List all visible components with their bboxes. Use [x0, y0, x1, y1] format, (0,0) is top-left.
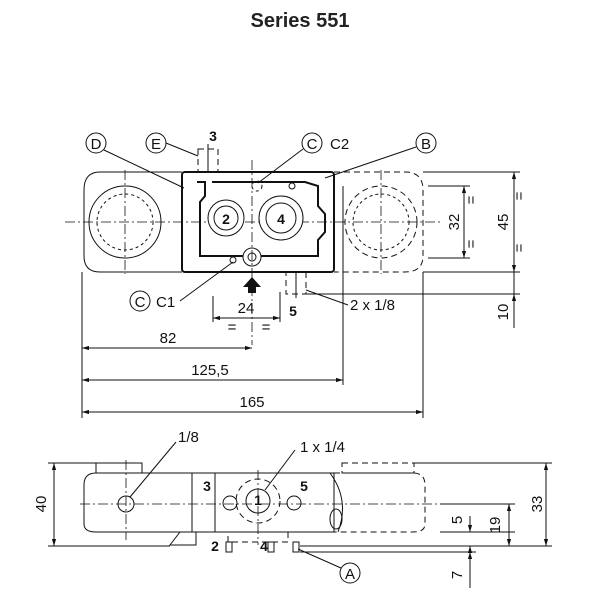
gasket-outline	[197, 181, 326, 257]
side-port-3-label: 3	[203, 478, 211, 494]
callout-b-label: B	[421, 136, 431, 153]
callout-a	[339, 562, 361, 584]
dim-33-label: 33	[529, 496, 546, 513]
callout-c-bottom-label: C	[135, 294, 146, 311]
thread-1-8-label: 1/8	[178, 429, 199, 446]
dim-24-label: 24	[238, 300, 255, 317]
port-4-label: 4	[277, 211, 285, 227]
side-port-4-label: 4	[260, 538, 268, 554]
left-mounting-tab	[83, 171, 182, 273]
dim-45-label: 45	[495, 214, 512, 231]
dim-82-label: 82	[160, 330, 177, 347]
bottom-port-2	[225, 541, 233, 553]
dim-7-label: 7	[449, 571, 466, 579]
eq-mark: =	[463, 239, 480, 248]
pressure-inlet-arrow-icon	[243, 277, 261, 293]
dim-32-label: 32	[446, 214, 463, 231]
side-port-2-label: 2	[211, 538, 219, 554]
eq-mark: =	[511, 243, 528, 252]
top-view: D E 3 C C2 B 2 4 C C1 5 2 x 1/8 24 = =	[65, 128, 528, 418]
left-side-tab	[83, 472, 192, 533]
right-top-boss	[341, 462, 415, 474]
dim-125-label: 125,5	[191, 362, 229, 379]
callout-d-label: D	[91, 136, 102, 153]
callout-c-bottom	[129, 290, 151, 312]
eq-mark: =	[463, 195, 480, 204]
side-port-5	[286, 495, 302, 511]
side-port-1-label: 1	[254, 492, 262, 508]
port-3-label: 3	[209, 128, 217, 144]
page-title: Series 551	[250, 10, 350, 32]
right-side-tab	[334, 472, 426, 533]
port-2	[213, 205, 239, 231]
port-2-label: 2	[222, 211, 230, 227]
callout-b	[415, 132, 437, 154]
bottom-port-4	[267, 541, 275, 553]
port-4	[265, 202, 297, 234]
thread-1x1-4-label: 1 x 1/4	[300, 439, 345, 456]
dim-19-label: 19	[487, 517, 504, 534]
callout-e-label: E	[151, 136, 161, 153]
callout-a-label: A	[345, 566, 355, 583]
eq-mark: =	[228, 319, 237, 336]
dim-10-label: 10	[495, 304, 512, 321]
callout-d	[85, 132, 107, 154]
dim-40-label: 40	[33, 496, 50, 513]
c2-label: C2	[330, 136, 349, 153]
left-top-boss	[95, 462, 143, 474]
side-view: 3 1 5 2 4 1/8 1 x 1/4 A 40 33 19 5 7	[33, 429, 552, 588]
side-body	[191, 472, 335, 533]
dim-165-label: 165	[239, 394, 264, 411]
valve-body	[181, 171, 335, 273]
callout-c-top	[301, 132, 323, 154]
eq-mark: =	[262, 319, 271, 336]
dim-5-label: 5	[449, 516, 466, 524]
right-mounting-tab	[334, 171, 424, 273]
callout-c-top-label: C	[307, 136, 318, 153]
thread-label: 2 x 1/8	[350, 297, 395, 314]
eq-mark: =	[511, 191, 528, 200]
side-port-5-label: 5	[300, 478, 308, 494]
side-port-3	[222, 495, 238, 511]
c1-label: C1	[156, 294, 175, 311]
port-5-label: 5	[289, 303, 297, 319]
